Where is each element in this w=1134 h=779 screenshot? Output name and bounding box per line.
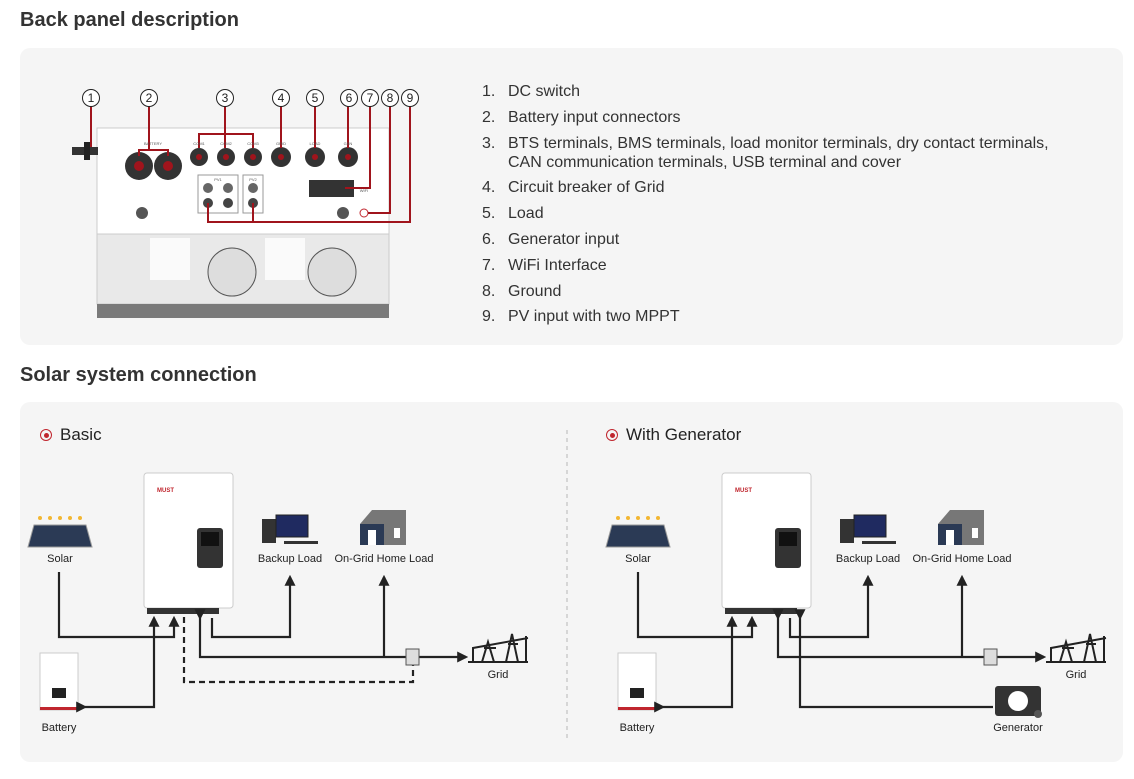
- solar-label: Solar: [625, 553, 651, 565]
- port-label: GEN: [344, 141, 353, 146]
- back-panel-title: Back panel description: [20, 9, 239, 31]
- legend-item: 4.Circuit breaker of Grid: [482, 179, 665, 197]
- home-load-label: On-Grid Home Load: [334, 553, 434, 565]
- port-label: PV1: [214, 177, 222, 182]
- generator-heading: With Generator: [606, 425, 741, 445]
- port-label: BATTERY: [144, 141, 162, 146]
- callout-lines: [90, 106, 411, 223]
- legend-item: 6.Generator input: [482, 230, 620, 248]
- solar-label: Solar: [47, 553, 73, 565]
- inverter-back-panel: [72, 127, 390, 318]
- port-label: WIFI: [360, 188, 368, 193]
- legend-item: 1.DC switch: [482, 83, 581, 100]
- callout-markers: [82, 89, 419, 107]
- port-label: LOAD: [310, 141, 321, 146]
- battery-label: Battery: [41, 722, 77, 734]
- brand-logo: MUST: [735, 488, 752, 494]
- meter-icon: [405, 648, 420, 666]
- house-icon: [360, 510, 406, 545]
- battery-icon: [39, 652, 79, 711]
- port-label: GRID: [276, 141, 286, 146]
- port-label: PV2: [249, 177, 257, 182]
- legend-item: 7.WiFi Interface: [482, 256, 607, 274]
- solar-connection-title: Solar system connection: [20, 364, 257, 386]
- callout-1: 1: [88, 91, 95, 105]
- legend-item: 5.Load: [482, 205, 544, 223]
- battery-icon: [617, 652, 657, 711]
- generator-label: Generator: [993, 722, 1043, 734]
- battery-label: Battery: [619, 722, 655, 734]
- callout-8: 8: [387, 91, 394, 105]
- grid-label: Grid: [487, 669, 509, 681]
- callout-5: 5: [312, 91, 319, 105]
- port-label: COM1: [193, 141, 205, 146]
- callout-6: 6: [346, 91, 353, 105]
- backup-load-label: Backup Load: [257, 553, 323, 565]
- backup-load-label: Backup Load: [835, 553, 901, 565]
- callout-7: 7: [367, 91, 374, 105]
- legend-item: 8.Ground: [482, 282, 562, 300]
- grid-label: Grid: [1065, 669, 1087, 681]
- legend-item: 9.PV input with two MPPT: [482, 308, 680, 326]
- callout-4: 4: [278, 91, 285, 105]
- radio-bullet-icon: [40, 429, 52, 441]
- back-panel-legend: 1.DC switch 2.Battery input connectors 3…: [482, 82, 1082, 333]
- generator-diagram: MUST: [605, 472, 1107, 718]
- legend-item: 3.BTS terminals, BMS terminals, load mon…: [482, 134, 1049, 171]
- inverter-image: [143, 472, 234, 615]
- solar-panel-icon: [605, 515, 671, 548]
- basic-heading: Basic: [40, 425, 102, 445]
- callout-3: 3: [222, 91, 229, 105]
- legend-item: 2.Battery input connectors: [482, 108, 681, 126]
- meter-icon: [983, 648, 998, 666]
- power-grid-icon: [467, 633, 529, 663]
- callout-2: 2: [146, 91, 153, 105]
- solar-panel-icon: [27, 515, 93, 548]
- home-load-label: On-Grid Home Load: [912, 553, 1012, 565]
- radio-bullet-icon: [606, 429, 618, 441]
- port-label: COM3: [247, 141, 259, 146]
- basic-diagram: MUST: [27, 472, 529, 713]
- port-label: COM2: [220, 141, 232, 146]
- computer-icon: [839, 514, 897, 545]
- inverter-image: [721, 472, 812, 615]
- callout-9: 9: [407, 91, 414, 105]
- generator-icon: [995, 686, 1042, 718]
- house-icon: [938, 510, 984, 545]
- brand-logo: MUST: [157, 488, 174, 494]
- power-grid-icon: [1045, 633, 1107, 663]
- computer-icon: [261, 514, 319, 545]
